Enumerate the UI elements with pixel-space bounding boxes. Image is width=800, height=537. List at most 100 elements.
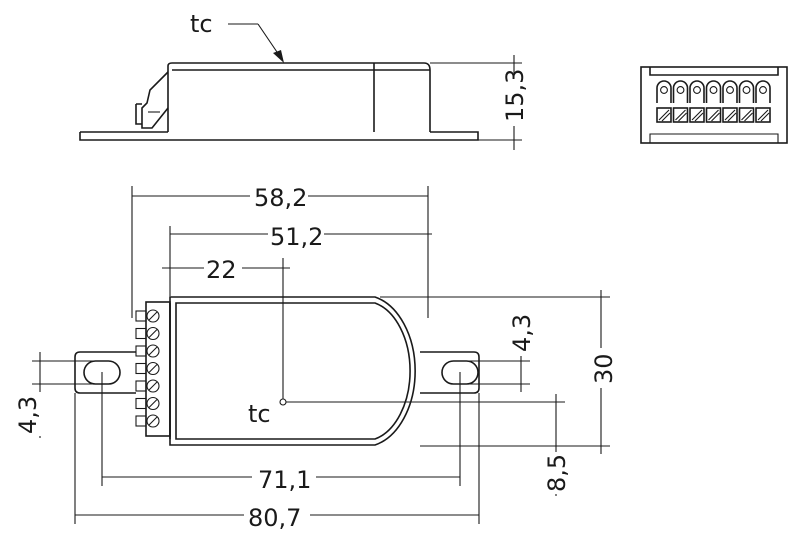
tc-leader-diagonal	[257, 23, 280, 56]
dim-4-3-left-label: 4,3	[14, 396, 42, 434]
terminal-hatch-icon	[741, 109, 753, 122]
terminal-spring-icon	[656, 80, 672, 103]
dim-height-group: 15,3	[430, 55, 529, 150]
terminal-slot-icon	[689, 107, 705, 123]
end-view-foot	[649, 133, 779, 143]
plan-view: tc	[74, 296, 480, 446]
dim-58-2-mask	[250, 183, 308, 209]
housing-inner-outline	[175, 302, 411, 440]
plan-terminal-slot-icon	[148, 346, 158, 356]
plan-terminal-slot-icon	[148, 416, 158, 426]
dim-51-2-label: 51,2	[270, 223, 323, 251]
plan-terminal-tab-icon	[135, 310, 147, 322]
terminal-slot-icon	[755, 107, 771, 123]
dim-71-1-mask	[252, 464, 316, 490]
dim-30-label: 30	[590, 353, 618, 384]
plan-terminal-slot-icon	[148, 381, 158, 391]
dim-71-1-group: 71,1	[101, 372, 461, 494]
plan-terminal-tab-icon	[135, 327, 147, 340]
plan-terminal-screw-icon	[146, 379, 160, 393]
side-view	[79, 62, 479, 141]
dim-22-mask	[204, 255, 242, 281]
plan-terminal-slot-icon	[148, 399, 158, 408]
terminal-hole-icon	[759, 86, 767, 94]
dim-58-2-label: 58,2	[254, 184, 307, 212]
dim-80-7-mask	[244, 502, 310, 528]
plan-terminal-tab-icon	[135, 345, 147, 357]
plan-terminal-tab-icon	[135, 380, 147, 392]
terminal-slot-icon	[722, 107, 738, 123]
plan-terminal-tab-icon	[135, 397, 147, 410]
end-view-rim	[649, 67, 779, 76]
dim-51-2-group: 51,2	[169, 221, 432, 296]
housing-outline	[169, 296, 416, 446]
plan-terminal-screw-icon	[146, 414, 160, 428]
tc-point-icon	[279, 398, 287, 406]
mounting-flange	[74, 351, 136, 394]
mounting-flange-right	[420, 351, 480, 394]
tc-arrow-icon	[273, 50, 284, 63]
dim-30-mask	[590, 348, 614, 388]
terminal-hole-icon	[726, 86, 734, 94]
end-view-outer	[640, 66, 788, 144]
terminal-hatch-icon	[675, 109, 687, 122]
plan-terminal-screw-icon	[146, 361, 160, 376]
dim-80-7-label: 80,7	[248, 504, 301, 532]
end-view-terminals	[656, 80, 771, 123]
dim-51-2-mask	[268, 221, 324, 247]
plan-terminal-slot-icon	[148, 311, 158, 321]
side-base-plate	[79, 131, 479, 141]
plan-terminal-slot-icon	[148, 329, 158, 338]
terminal-hole-icon	[693, 86, 701, 94]
dim-4-3-right-label: 4,3	[508, 314, 536, 352]
plan-terminal-screw-icon	[146, 396, 160, 411]
dim-58-2-group: 58,2	[131, 183, 429, 318]
dim-height-mask	[503, 74, 527, 126]
tc-top-annotation: tc	[190, 10, 284, 63]
dim-8-5-group: 8,5	[286, 394, 571, 496]
tc-plan-label: tc	[248, 400, 271, 428]
terminal-hole-icon	[709, 86, 718, 94]
dim-4-3-left-group: 4,3	[14, 352, 100, 438]
end-view	[640, 66, 788, 144]
terminal-hatch-icon	[691, 109, 704, 122]
terminal-spring-icon	[689, 80, 705, 103]
tc-top-label: tc	[190, 10, 213, 38]
terminal-spring-icon	[755, 80, 771, 103]
terminal-slot-icon	[672, 107, 689, 123]
plan-terminal-screw-icon	[146, 309, 160, 323]
dim-height-label: 15,3	[501, 69, 529, 122]
dim-4-3-right-mask	[510, 312, 534, 356]
plan-terminals	[135, 309, 160, 428]
terminal-spring-icon	[722, 80, 738, 103]
dim-71-1-label: 71,1	[258, 466, 311, 494]
dim-22-label: 22	[206, 256, 237, 284]
terminal-spring-icon	[672, 80, 689, 103]
side-housing	[167, 62, 431, 132]
terminal-hatch-icon	[724, 109, 737, 122]
dim-8-5-label: 8,5	[543, 454, 571, 492]
terminal-hole-icon	[676, 86, 685, 94]
dim-8-5-mask	[545, 452, 569, 494]
terminal-spring-icon	[738, 80, 755, 103]
terminal-slot-icon	[705, 107, 722, 123]
dim-80-7-group: 80,7	[74, 393, 480, 532]
side-connector-clip	[141, 71, 169, 129]
dim-22-group: 22	[162, 255, 290, 399]
plan-terminal-tab-icon	[135, 362, 147, 375]
plan-terminal-screw-icon	[146, 326, 160, 341]
terminal-slot-icon	[656, 107, 672, 123]
dim-4-3-right-group: 4,3	[460, 312, 536, 392]
dim-4-3-left-mask	[28, 392, 52, 436]
side-connector-tab	[135, 103, 142, 125]
terminal-hole-icon	[660, 86, 668, 94]
terminal-hatch-icon	[658, 109, 671, 122]
terminal-hole-icon	[742, 86, 751, 94]
terminal-spring-icon	[705, 80, 722, 103]
terminal-hatch-icon	[757, 109, 770, 122]
plan-terminal-slot-icon	[148, 364, 158, 373]
dim-30-group: 30	[380, 290, 618, 454]
plan-terminal-screw-icon	[146, 344, 160, 358]
